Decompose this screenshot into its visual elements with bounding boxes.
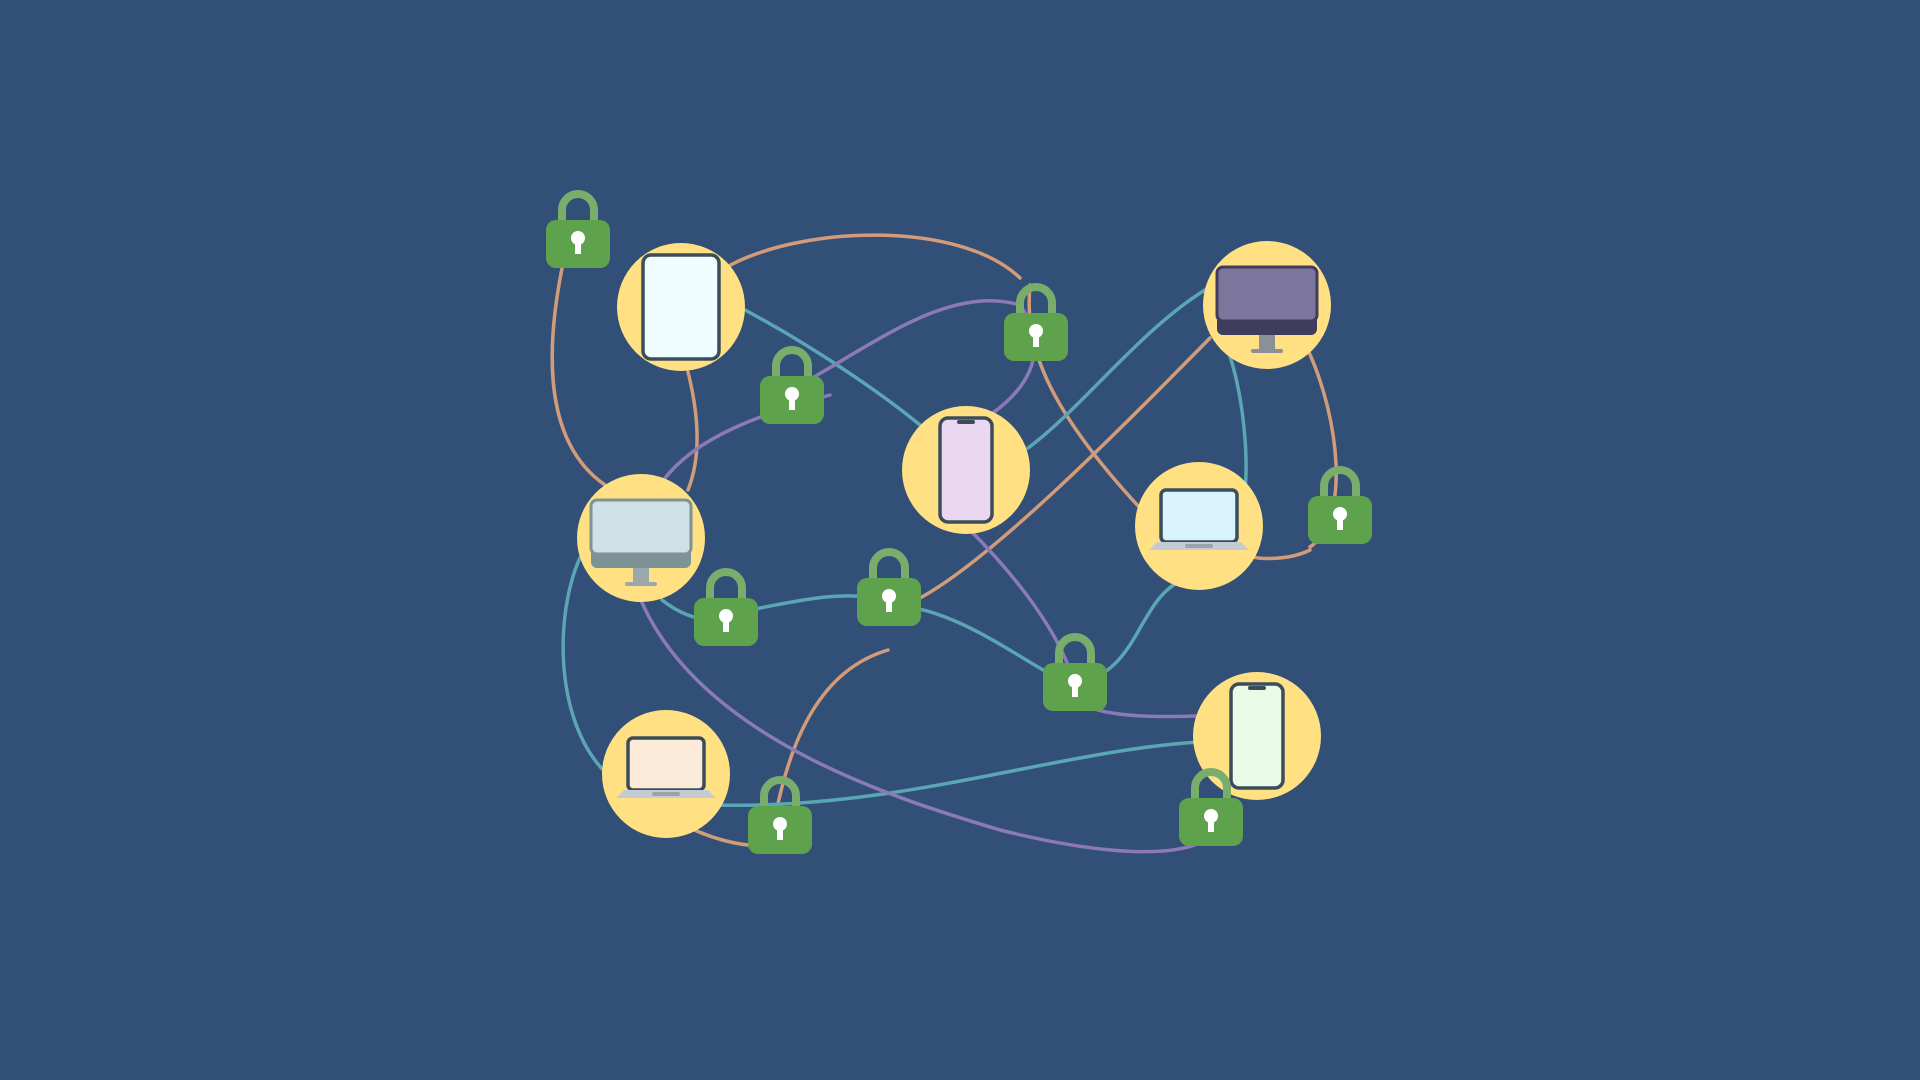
connection-line-8 — [1248, 548, 1312, 561]
smartphone-icon — [938, 416, 994, 524]
lock-6 — [1308, 466, 1372, 544]
lock-2 — [760, 346, 824, 424]
lock-1 — [546, 190, 610, 268]
connection-line-22 — [638, 596, 1202, 854]
lock-5 — [857, 548, 921, 626]
laptop-icon — [1149, 488, 1249, 550]
padlock-icon — [1043, 633, 1107, 711]
lock-7 — [1043, 633, 1107, 711]
lock-4 — [694, 568, 758, 646]
connection-line-17 — [713, 740, 1202, 808]
connection-line-20 — [966, 526, 1070, 667]
padlock-icon — [748, 776, 812, 854]
connection-line-10 — [743, 308, 922, 427]
padlock-icon — [760, 346, 824, 424]
lock-9 — [1179, 768, 1243, 846]
padlock-icon — [694, 568, 758, 646]
desktop-monitor-icon — [589, 498, 693, 586]
connection-line-15 — [1088, 578, 1184, 682]
connection-line-19 — [798, 299, 1037, 417]
connection-line-16 — [561, 546, 610, 777]
connection-line-11 — [1026, 288, 1207, 450]
tablet-icon — [641, 253, 721, 361]
connection-line-4 — [550, 243, 607, 487]
padlock-icon — [1179, 768, 1243, 846]
connection-line-1 — [723, 233, 1022, 280]
monitor-node-left — [577, 474, 705, 602]
tablet-node — [617, 243, 745, 371]
lock-8 — [748, 776, 812, 854]
phone-node-center — [902, 406, 1030, 534]
padlock-icon — [1308, 466, 1372, 544]
padlock-icon — [857, 548, 921, 626]
laptop-node-right — [1135, 462, 1263, 590]
smartphone-icon — [1229, 682, 1285, 790]
desktop-monitor-icon — [1215, 265, 1319, 353]
padlock-icon — [1004, 283, 1068, 361]
lock-3 — [1004, 283, 1068, 361]
security-locks — [546, 190, 1372, 854]
connection-line-12 — [1226, 348, 1248, 492]
connection-line-6 — [773, 648, 890, 820]
monitor-node-dark — [1203, 241, 1331, 369]
connection-line-3 — [686, 370, 699, 492]
laptop-icon — [616, 736, 716, 798]
connection-line-2 — [1027, 283, 1142, 510]
connection-line-5 — [918, 336, 1212, 600]
phone-node-right — [1193, 672, 1321, 800]
padlock-icon — [546, 190, 610, 268]
device-nodes — [577, 241, 1331, 838]
laptop-node-bottom — [602, 710, 730, 838]
